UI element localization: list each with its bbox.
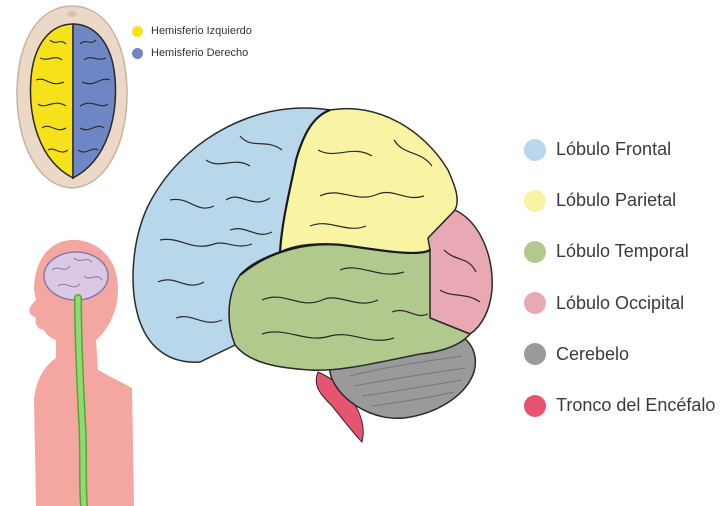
legend-label: Lóbulo Occipital [556, 293, 684, 314]
legend-item-cerebellum: Cerebelo [524, 329, 715, 380]
lobes-legend: Lóbulo Frontal Lóbulo Parietal Lóbulo Te… [524, 124, 715, 431]
legend-item-parietal: Lóbulo Parietal [524, 175, 715, 226]
legend-label: Cerebelo [556, 344, 629, 365]
legend-item-temporal: Lóbulo Temporal [524, 226, 715, 277]
green-dot-icon [524, 241, 546, 263]
legend-item-occipital: Lóbulo Occipital [524, 278, 715, 329]
legend-label: Lóbulo Parietal [556, 190, 676, 211]
light-blue-dot-icon [524, 139, 546, 161]
legend-item-brain-stem: Tronco del Encéfalo [524, 380, 715, 431]
pink-dot-icon [524, 292, 546, 314]
gray-dot-icon [524, 343, 546, 365]
legend-item-frontal: Lóbulo Frontal [524, 124, 715, 175]
light-yellow-dot-icon [524, 190, 546, 212]
legend-label: Lóbulo Temporal [556, 241, 689, 262]
legend-label: Lóbulo Frontal [556, 139, 671, 160]
legend-label: Tronco del Encéfalo [556, 395, 715, 416]
red-dot-icon [524, 395, 546, 417]
